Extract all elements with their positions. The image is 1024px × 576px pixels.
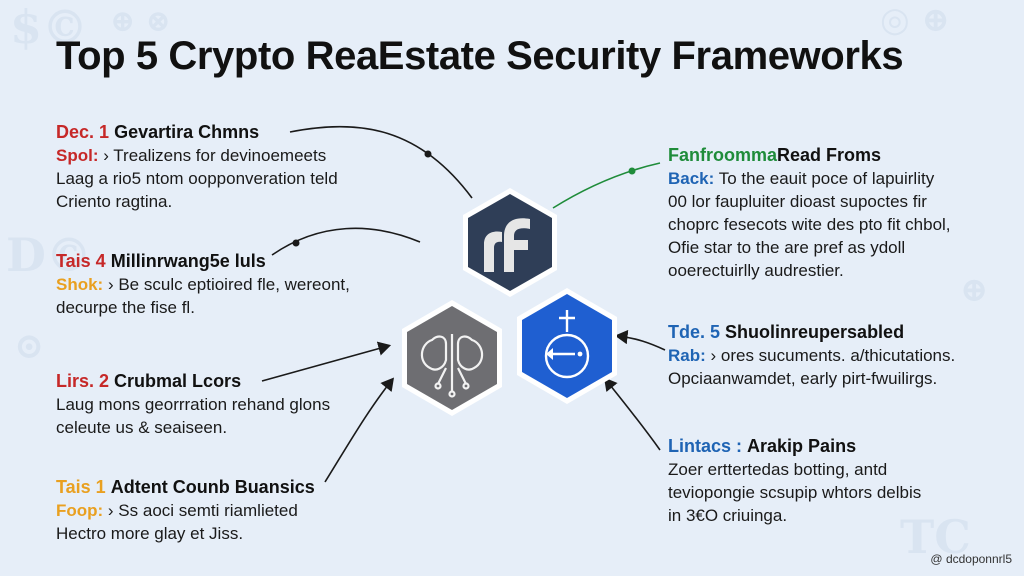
framework-heading: Tais 4 Millinrwang5e luls bbox=[56, 250, 350, 273]
framework-line: Foop: › Ss aoci semti riamlieted bbox=[56, 499, 315, 522]
framework-line: Back: To the eauit poce of lapuirlity bbox=[668, 167, 951, 190]
connector-line bbox=[289, 125, 473, 199]
bg-decor-glyph: D© bbox=[6, 228, 92, 282]
framework-line: Opciaanwamdet, early pirt-fwuilirgs. bbox=[668, 369, 938, 388]
connector-line bbox=[552, 162, 661, 209]
framework-line: Hectro more glay et Jiss. bbox=[56, 524, 244, 543]
framework-line: Criento ragtina. bbox=[56, 192, 173, 211]
bg-decor-glyph: $© bbox=[10, 0, 89, 54]
connector-line bbox=[604, 377, 661, 451]
framework-title: Arakip Pains bbox=[747, 436, 857, 456]
globe-cross-icon bbox=[517, 288, 617, 404]
framework-block-1: Dec. 1 Gevartira Chmns Spol: › Trealizen… bbox=[56, 121, 338, 213]
bg-decor-glyph: TC bbox=[900, 510, 971, 564]
framework-block-7: Lintacs : Arakip Pains Zoer erttertedas … bbox=[668, 435, 921, 527]
framework-line: celeute us & seaiseen. bbox=[56, 418, 228, 437]
framework-line: Laug mons georrration rehand glons bbox=[56, 395, 331, 414]
framework-line: Zoer erttertedas botting, antd bbox=[668, 460, 888, 479]
framework-line: Ofie star to the are pref as ydoll bbox=[668, 238, 906, 257]
framework-heading: Tde. 5 Shuolinreupersabled bbox=[668, 321, 955, 344]
connector-line bbox=[271, 227, 421, 256]
framework-heading: Tais 1 Adtent Counb Buansics bbox=[56, 476, 315, 499]
connector-dot bbox=[628, 167, 636, 175]
framework-line: choprc fesecots wite des pto fit chbol, bbox=[668, 215, 951, 234]
credit-text: @ dcdoponnrl5 bbox=[930, 552, 1012, 566]
framework-heading: FanfroommaRead Froms bbox=[668, 144, 951, 167]
framework-line: Shok: › Be sculc eptioired fle, wereont, bbox=[56, 273, 350, 296]
line-prefix: Spol: bbox=[56, 146, 99, 165]
line-text: › Trealizens for devinoemeets bbox=[98, 146, 327, 165]
framework-line: Rab: › ores sucuments. a/thicutations. bbox=[668, 344, 955, 367]
framework-title: Adtent Counb Buansics bbox=[110, 477, 315, 497]
framework-line: Laag a rio5 ntom oopponveration teld bbox=[56, 169, 338, 188]
framework-heading: Lintacs : Arakip Pains bbox=[668, 435, 921, 458]
framework-block-2: Tais 4 Millinrwang5e luls Shok: › Be scu… bbox=[56, 250, 350, 319]
framework-line: decurpe the fise fl. bbox=[56, 298, 195, 317]
connector-dot bbox=[424, 150, 432, 158]
framework-label: Fanfroomma bbox=[668, 145, 778, 165]
framework-title: Read Froms bbox=[777, 145, 882, 165]
framework-line: 00 lor faupluiter dioast supoctes fir bbox=[668, 192, 927, 211]
framework-title: Crubmal Lcors bbox=[114, 371, 242, 391]
connector-dot bbox=[292, 239, 300, 247]
framework-label: Dec. 1 bbox=[56, 122, 110, 142]
framework-title: Gevartira Chmns bbox=[114, 122, 260, 142]
bg-decor-glyph: ⊙ bbox=[14, 325, 45, 367]
framework-label: Tde. 5 bbox=[668, 322, 721, 342]
framework-block-5: FanfroommaRead Froms Back: To the eauit … bbox=[668, 144, 951, 282]
framework-heading: Lirs. 2 Crubmal Lcors bbox=[56, 370, 330, 393]
framework-line: in 3€O criuinga. bbox=[668, 506, 788, 525]
line-prefix: Foop: bbox=[56, 501, 104, 520]
line-text: To the eauit poce of lapuirlity bbox=[714, 169, 935, 188]
bg-decor-glyph: ⊕ ⊗ bbox=[110, 4, 171, 39]
line-prefix: Rab: bbox=[668, 346, 706, 365]
connector-line bbox=[324, 377, 394, 483]
line-text: › Be sculc eptioired fle, wereont, bbox=[103, 275, 350, 294]
framework-block-6: Tde. 5 Shuolinreupersabled Rab: › ores s… bbox=[668, 321, 955, 390]
framework-block-3: Lirs. 2 Crubmal Lcors Laug mons georrrat… bbox=[56, 370, 330, 439]
framework-label: Tais 4 bbox=[56, 251, 106, 271]
bg-decor-glyph: ◎ ⊕ bbox=[880, 0, 950, 40]
framework-title: Millinrwang5e luls bbox=[110, 251, 266, 271]
bg-decor-glyph: ⊕ bbox=[960, 270, 989, 310]
rf-logo-icon bbox=[463, 188, 557, 297]
brain-circuit-icon bbox=[402, 300, 502, 416]
framework-title: Shuolinreupersabled bbox=[725, 322, 905, 342]
framework-line: ooerectuirlly audrestier. bbox=[668, 261, 844, 280]
connector-line bbox=[614, 329, 666, 351]
framework-label: Tais 1 bbox=[56, 477, 106, 497]
framework-block-4: Tais 1 Adtent Counb Buansics Foop: › Ss … bbox=[56, 476, 315, 545]
framework-label: Lintacs : bbox=[668, 436, 743, 456]
line-prefix: Shok: bbox=[56, 275, 104, 294]
page-title: Top 5 Crypto ReaEstate Security Framewor… bbox=[56, 34, 904, 78]
framework-line: teviopongie scsupip whtors delbis bbox=[668, 483, 922, 502]
line-prefix: Back: bbox=[668, 169, 715, 188]
line-text: › Ss aoci semti riamlieted bbox=[103, 501, 298, 520]
connector-line bbox=[261, 341, 392, 382]
line-text: › ores sucuments. a/thicutations. bbox=[705, 346, 956, 365]
framework-label: Lirs. 2 bbox=[56, 371, 110, 391]
framework-line: Spol: › Trealizens for devinoemeets bbox=[56, 144, 338, 167]
framework-heading: Dec. 1 Gevartira Chmns bbox=[56, 121, 338, 144]
